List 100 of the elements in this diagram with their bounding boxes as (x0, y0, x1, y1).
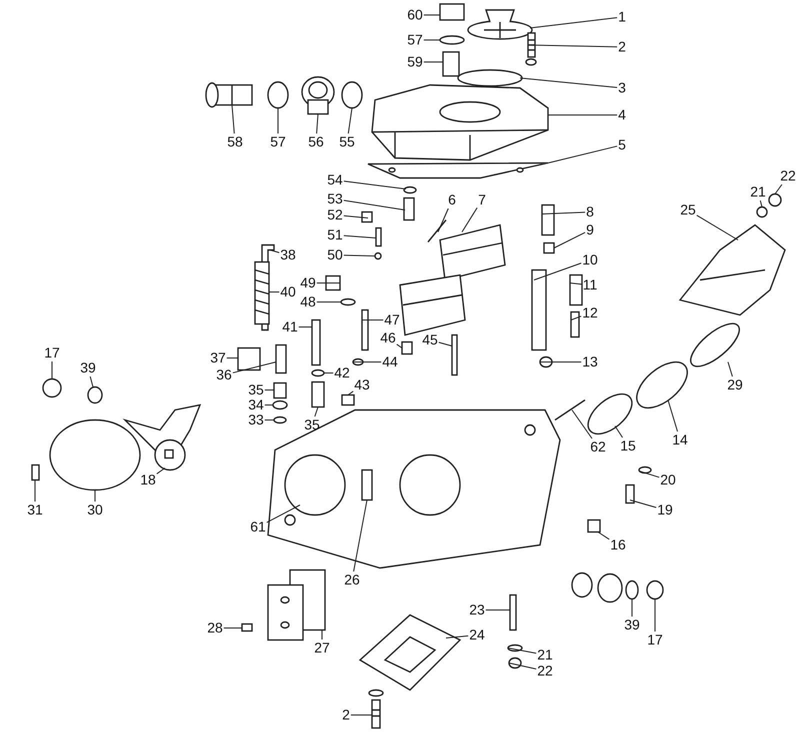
leader-line (572, 410, 592, 439)
leader-line (508, 648, 537, 654)
ring-drawing (587, 393, 633, 435)
leader-line (343, 180, 406, 190)
jet-drawing (625, 484, 635, 504)
tab-washer-drawing (87, 386, 103, 404)
callout-number: 49 (300, 276, 316, 290)
callout-number: 58 (227, 134, 243, 150)
leader-line (638, 470, 660, 478)
callout-number: 35 (304, 418, 320, 432)
banjo-fitting-drawing (301, 76, 335, 115)
washer-drawing (756, 206, 768, 218)
leader-line (266, 504, 300, 523)
callout-number: 56 (308, 134, 324, 150)
leader-line (774, 184, 782, 194)
callout-number: 52 (327, 208, 343, 222)
leader-line (728, 362, 733, 377)
callout-number: 2 (342, 708, 350, 722)
leader-line (534, 262, 582, 280)
callout-number: 43 (354, 378, 370, 392)
jet-holder-drawing (541, 204, 555, 236)
callout-number: 9 (586, 222, 594, 238)
leader-line (760, 200, 762, 208)
washer-drawing (352, 358, 364, 366)
float-drawing (399, 224, 506, 336)
callout-number: 42 (334, 366, 350, 380)
callout-number: 59 (407, 54, 423, 70)
leader-line (668, 400, 678, 432)
callout-number: 45 (422, 332, 438, 348)
callout-number: 8 (586, 204, 594, 220)
screw-drawing (311, 319, 321, 366)
nut-drawing (646, 580, 664, 600)
screw-drawing (31, 464, 40, 481)
washer-drawing (638, 466, 652, 474)
leader-line (598, 532, 610, 540)
ball-drawing (374, 252, 382, 260)
leader-line (316, 114, 318, 134)
jet-drawing (570, 311, 580, 338)
leader-line (570, 282, 582, 285)
leader-line (350, 714, 372, 716)
screw-drawing (241, 623, 253, 632)
callout-number: 36 (216, 368, 232, 382)
leader-line (548, 114, 618, 116)
washer-drawing (340, 298, 356, 306)
washer-drawing (507, 644, 523, 652)
ring-drawing (636, 361, 688, 409)
leader-line (520, 78, 618, 88)
leader-line (548, 146, 618, 164)
callout-number: 33 (248, 412, 264, 428)
spring-drawing (273, 382, 287, 399)
leader-line (570, 316, 582, 320)
callout-number: 62 (590, 440, 606, 454)
callout-number: 54 (327, 172, 343, 188)
callout-number: 47 (384, 312, 400, 328)
leader-line (614, 426, 623, 438)
leader-line (316, 282, 340, 284)
leader-line (654, 598, 656, 632)
callout-number: 46 (380, 330, 396, 346)
washer-drawing (311, 369, 325, 377)
callout-number: 38 (280, 248, 296, 262)
callout-number: 19 (657, 502, 673, 518)
callout-number: 24 (469, 628, 485, 642)
callout-number: 57 (270, 134, 286, 150)
washer-drawing (403, 186, 417, 194)
jet-holder-drawing (569, 274, 583, 306)
callout-number: 6 (448, 192, 456, 208)
leader-line (232, 362, 276, 374)
callout-number: 55 (339, 134, 355, 150)
callout-number: 1 (618, 10, 626, 24)
stud-drawing (509, 594, 517, 631)
callout-number: 14 (672, 432, 688, 448)
callout-number: 51 (327, 228, 343, 242)
callout-number: 17 (647, 632, 663, 648)
nut-drawing (42, 378, 62, 398)
needle-valve-drawing (403, 197, 415, 221)
pin-drawing (427, 220, 447, 242)
tab-washer-drawing (625, 580, 639, 600)
washer-drawing (267, 81, 289, 109)
callout-number: 3 (618, 80, 626, 96)
base-plate-drawing (358, 614, 462, 691)
callout-number: 22 (537, 664, 553, 678)
screw-drawing (275, 344, 287, 374)
callout-number: 39 (80, 360, 96, 376)
leader-line (630, 500, 657, 508)
screw-drawing (368, 689, 384, 729)
leader-line (530, 17, 618, 28)
jet-drawing (539, 356, 553, 368)
callout-number: 23 (469, 602, 485, 618)
screw-drawing (525, 32, 537, 66)
washer-drawing (439, 35, 465, 45)
banjo-bolt-drawing (205, 82, 253, 108)
valve-drawing (401, 341, 413, 355)
callout-number: 37 (210, 350, 226, 366)
callout-number: 12 (582, 306, 598, 320)
leader-line (232, 104, 235, 134)
filter-drawing (442, 51, 460, 77)
leader-line (298, 326, 312, 328)
spring-drawing (311, 381, 325, 408)
leader-line (264, 404, 274, 406)
disc-drawing (49, 419, 141, 491)
